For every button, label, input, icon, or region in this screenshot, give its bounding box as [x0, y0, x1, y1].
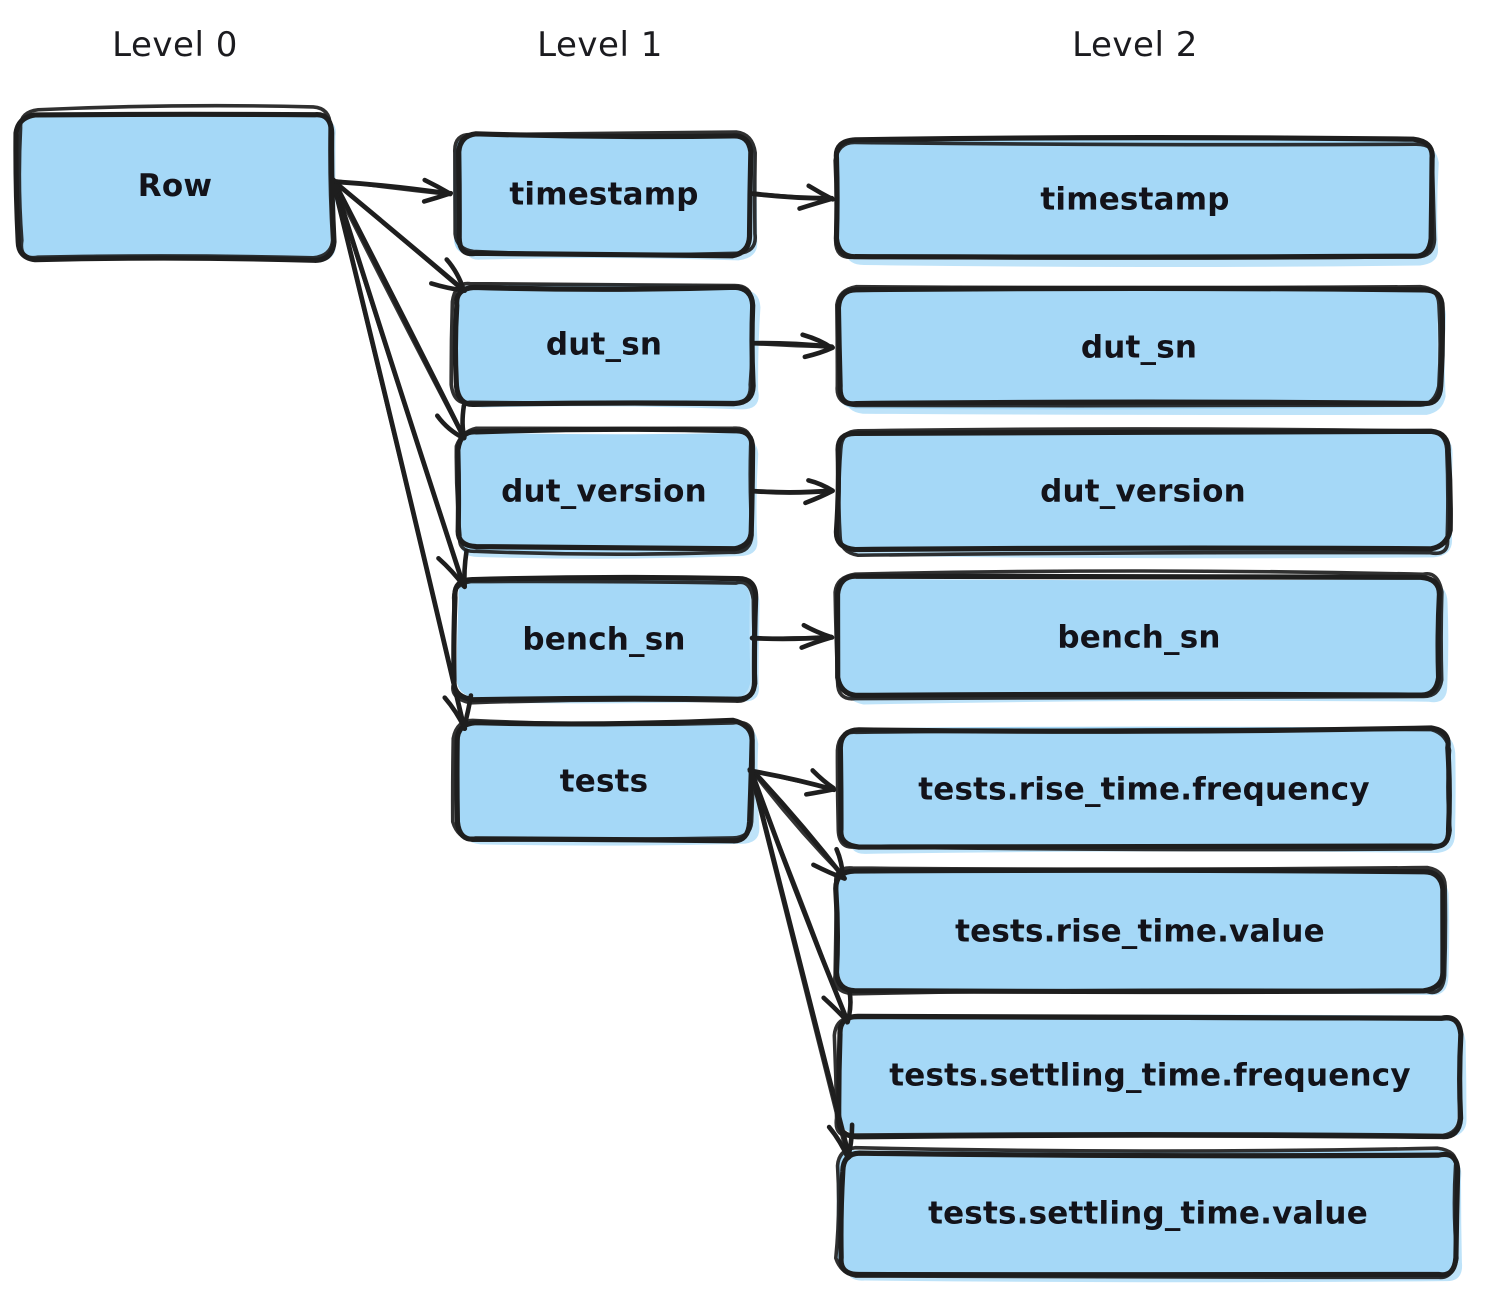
node-outline-pass2 — [17, 103, 335, 260]
edge-dut_version-to-l2_dut_version — [751, 478, 835, 506]
node-l2_settling_freq[interactable] — [832, 1013, 1464, 1140]
node-outline-pass2 — [833, 865, 1448, 996]
node-l2_timestamp[interactable] — [833, 135, 1437, 260]
node-label-l2_settling_freq: tests.settling_time.frequency — [889, 1058, 1411, 1094]
column-label-level2: Level 2 — [1072, 25, 1198, 65]
node-fill — [836, 578, 1443, 696]
edge-stroke-pass2 — [747, 767, 849, 1025]
arrow-head-stroke — [804, 787, 836, 797]
edge-bench_sn-to-l2_bench_sn — [749, 622, 835, 650]
node-fill-layer — [18, 113, 1460, 1277]
node-fill — [18, 113, 331, 258]
node-outline-pass1 — [13, 111, 337, 263]
edge-row-to-timestamp — [330, 177, 454, 204]
node-label-timestamp: timestamp — [509, 177, 698, 213]
node-fill — [836, 139, 1434, 259]
node-label-l2_settling_value: tests.settling_time.value — [928, 1196, 1368, 1232]
node-fill — [453, 134, 753, 256]
node-label-tests: tests — [560, 764, 649, 800]
node-fill — [840, 726, 1448, 849]
node-timestamp[interactable] — [453, 130, 758, 259]
node-outline-pass1 — [833, 428, 1453, 553]
arrow-head-stroke — [799, 635, 834, 650]
node-label-bench_sn: bench_sn — [522, 622, 685, 658]
edge-row-to-bench_sn — [331, 177, 469, 590]
node-outline-pass2 — [835, 284, 1442, 408]
node-outline-pass2 — [450, 718, 755, 843]
edge-stroke-pass2 — [751, 488, 834, 494]
node-outline-pass2 — [451, 579, 758, 705]
edge-stroke-pass2 — [331, 179, 467, 731]
node-label-l2_rise_value: tests.rise_time.value — [955, 914, 1325, 950]
node-outline-pass2 — [835, 727, 1452, 852]
node-fill — [455, 432, 755, 552]
node-label-dut_version: dut_version — [501, 474, 707, 510]
node-l2_bench_sn[interactable] — [833, 569, 1444, 701]
edge-tests-to-l2_rise_freq — [747, 768, 837, 797]
node-fill — [456, 722, 752, 842]
node-label-l2_bench_sn: bench_sn — [1057, 620, 1220, 656]
node-fill — [838, 1014, 1460, 1134]
edge-stroke-pass2 — [749, 767, 847, 880]
node-outline-pass2 — [832, 1015, 1463, 1138]
column-label-level0: Level 0 — [112, 25, 238, 65]
node-outline-pass1 — [838, 1150, 1461, 1278]
node-dut_version[interactable] — [454, 426, 756, 556]
node-outline-pass2 — [833, 140, 1437, 260]
node-fill — [454, 283, 754, 404]
node-label-l2_dut_sn: dut_sn — [1081, 330, 1197, 366]
node-label-l2_dut_version: dut_version — [1040, 474, 1246, 510]
edge-stroke-pass2 — [330, 179, 466, 441]
node-l2_dut_sn[interactable] — [835, 284, 1446, 408]
node-fill — [837, 428, 1448, 552]
node-outline-pass2 — [453, 130, 758, 257]
node-bench_sn[interactable] — [451, 574, 759, 705]
node-outline-pass1 — [456, 131, 754, 259]
node-outline-pass2 — [834, 1145, 1459, 1280]
node-l2_settling_value[interactable] — [834, 1145, 1461, 1280]
edge-stroke-pass2 — [748, 768, 850, 1161]
node-outline-pass2 — [454, 426, 754, 556]
edge-stroke-pass2 — [751, 342, 834, 349]
arrow-head-stroke — [421, 190, 454, 204]
arrow-head-stroke — [810, 768, 836, 791]
edge-dut_sn-to-l2_dut_sn — [749, 332, 836, 360]
node-label-l2_rise_freq: tests.rise_time.frequency — [918, 772, 1370, 808]
edge-stroke-pass2 — [331, 180, 466, 589]
column-label-level1: Level 1 — [537, 25, 663, 65]
node-fill — [836, 1150, 1458, 1277]
edge-row-to-dut_version — [330, 178, 467, 441]
arrow-head-stroke — [797, 196, 835, 211]
node-outline-pass2 — [837, 427, 1450, 558]
edge-timestamp-to-l2_timestamp — [750, 183, 836, 211]
node-fill — [456, 578, 751, 699]
node-l2_dut_version[interactable] — [833, 427, 1453, 558]
node-outline-pass2 — [833, 569, 1444, 701]
node-fill — [836, 289, 1438, 410]
edge-stroke-pass2 — [332, 179, 465, 293]
node-stroke-layer — [13, 103, 1464, 1280]
arrow-head-stroke — [803, 488, 835, 506]
node-row[interactable] — [13, 103, 337, 263]
node-dut_sn[interactable] — [449, 281, 756, 407]
node-label-row: Row — [138, 168, 212, 204]
edge-stroke-pass2 — [747, 768, 836, 791]
arrow-head-stroke — [802, 345, 836, 360]
node-outline-pass2 — [449, 281, 755, 407]
node-label-dut_sn: dut_sn — [546, 327, 662, 363]
node-outline-pass1 — [454, 717, 755, 844]
node-l2_rise_value[interactable] — [833, 865, 1448, 996]
edge-stroke-pass2 — [331, 178, 452, 197]
node-l2_rise_freq[interactable] — [835, 725, 1452, 852]
arrow-head-stroke — [800, 332, 834, 350]
node-tests[interactable] — [450, 717, 755, 844]
node-label-l2_timestamp: timestamp — [1040, 182, 1229, 218]
column-label-layer: Level 0 Level 1 Level 2 — [112, 25, 1198, 65]
node-text-layer: Row timestamp dut_sn dut_version bench_sntes… — [138, 168, 1411, 1232]
node-fill — [835, 870, 1444, 992]
